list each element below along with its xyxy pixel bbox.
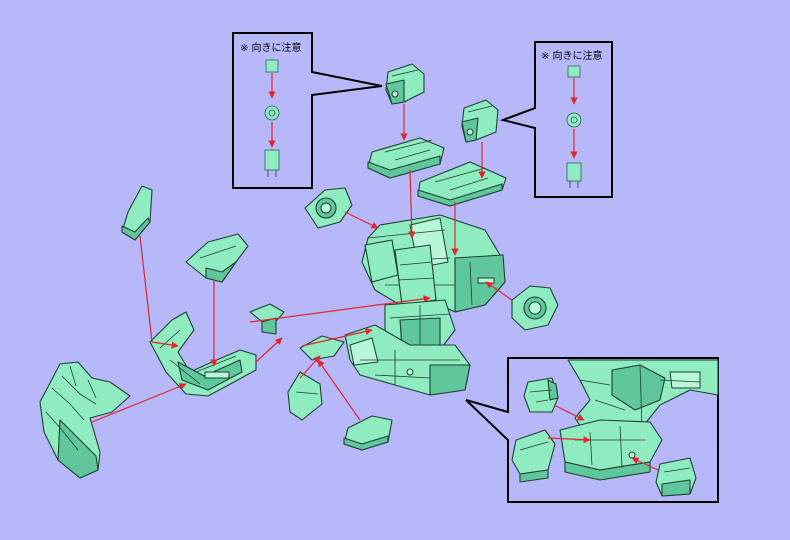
mini-part-top xyxy=(265,59,279,73)
part-small-center xyxy=(249,303,285,335)
part-mid-left-plate xyxy=(367,137,445,179)
assembly-arrows xyxy=(91,104,513,423)
inset-part-c xyxy=(655,457,697,497)
inset-part-a xyxy=(523,377,559,413)
part-shield-bottom xyxy=(343,415,393,451)
part-blade-lower xyxy=(287,371,323,421)
callout-left-note: ※ 向きに注意 xyxy=(240,41,302,54)
callout-right-note: ※ 向きに注意 xyxy=(541,49,603,62)
callout-left: ※ 向きに注意 xyxy=(232,32,383,189)
detail-inset xyxy=(465,357,719,503)
callout-right: ※ 向きに注意 xyxy=(499,41,613,198)
mini-part-bottom xyxy=(566,162,582,182)
part-round-joint-right xyxy=(511,285,559,331)
part-large-wing xyxy=(39,361,131,479)
mini-part-bottom xyxy=(264,149,280,171)
part-round-joint-left xyxy=(304,187,353,229)
part-curved-frame xyxy=(149,311,257,397)
part-mid-right-plate xyxy=(417,161,507,207)
main-assembly xyxy=(344,214,506,396)
part-wing-mid xyxy=(185,233,249,283)
part-top-right-block xyxy=(461,99,499,143)
part-small-lower xyxy=(299,335,345,361)
mini-part-top xyxy=(567,65,581,78)
part-small-upper-left xyxy=(121,185,153,241)
inset-part-b xyxy=(511,429,556,483)
part-top-left-block xyxy=(385,63,425,105)
